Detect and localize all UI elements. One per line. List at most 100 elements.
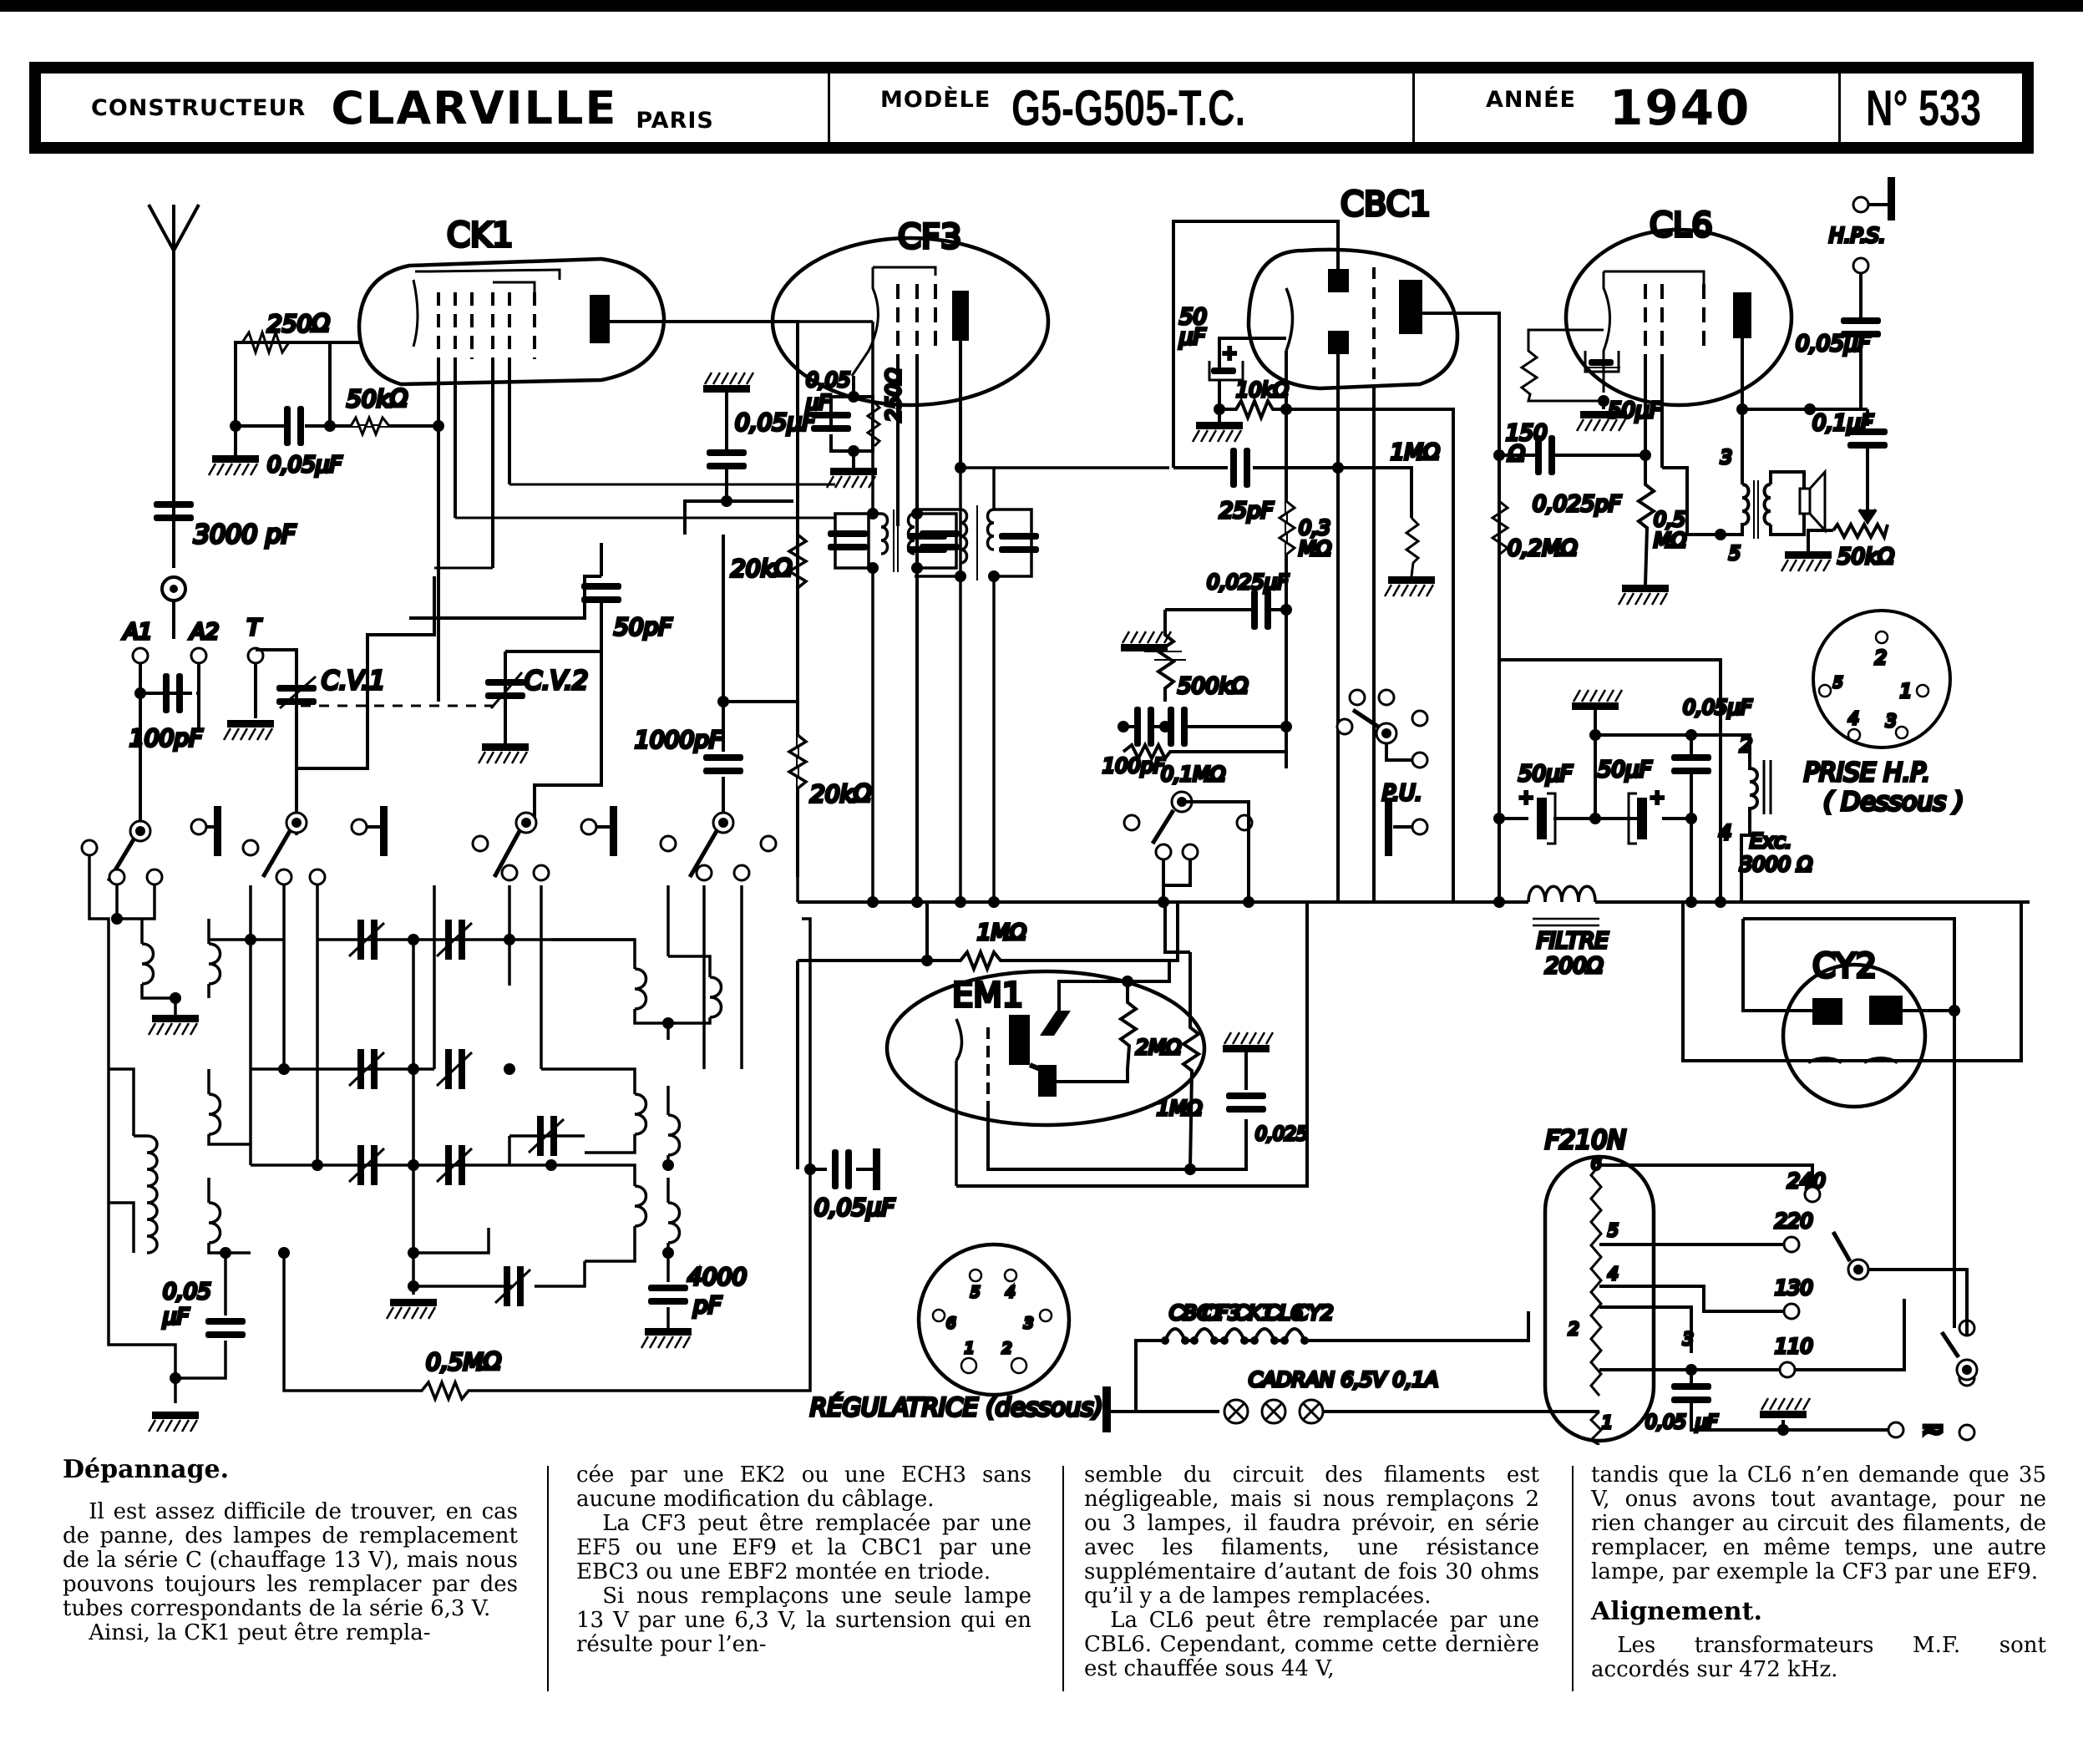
label-r-500k: 500kΩ [1178, 674, 1249, 699]
reg-pin-4: 4 [1006, 1284, 1015, 1301]
label-exc-pin4: 4 [1719, 821, 1731, 844]
label-r-03m: 0,3 [1299, 516, 1330, 540]
label-r-20k-b: 20kΩ [810, 780, 872, 808]
label-filtre-val: 200Ω [1545, 954, 1604, 979]
label-c-005-rf: 0,05 [163, 1280, 211, 1305]
article-col-1: Dépannage. Il est assez difficile de tro… [63, 1457, 518, 1645]
tube-cbc1-label: CBC1 [1341, 185, 1431, 224]
voltage-selector[interactable] [1821, 1219, 1871, 1286]
label-r-2m: 2MΩ [1136, 1036, 1182, 1059]
label-c-3000: 3000 pF [194, 520, 296, 550]
label-c-005-ck1: 0,05μF [267, 453, 342, 478]
label-r-02m: 0,2MΩ [1508, 536, 1578, 561]
numero-cell: N° 533 [1841, 74, 2022, 142]
top-border [0, 0, 2083, 12]
fil-label-ck1: CK1 [1234, 1301, 1275, 1325]
column-divider [1062, 1466, 1064, 1691]
filament-chain [1111, 1311, 1591, 1425]
heading-depannage: Dépannage. [63, 1455, 230, 1484]
fil-label-cy2: CY2 [1295, 1301, 1334, 1325]
label-r-01m: 0,1MΩ [1161, 763, 1226, 786]
label-exc-pin2: 2 [1740, 733, 1752, 757]
label-a1: A1 [122, 620, 152, 645]
prise-pin-5: 5 [1833, 674, 1842, 692]
ft-pin-6: 6 [1591, 1153, 1602, 1173]
ft-pin-1: 1 [1602, 1412, 1613, 1432]
column-divider [547, 1466, 549, 1691]
article-col-2: cée par une EK2 ou une ECH3 sans aucune … [576, 1463, 1031, 1657]
tube-em1 [884, 961, 1207, 1186]
label-c-100pf-det: 100pF [1102, 754, 1166, 778]
plus-sign: + [1222, 343, 1237, 364]
if-transformer-1 [798, 320, 961, 902]
label-r-250: 250Ω [267, 310, 330, 337]
prise-pin-2: 2 [1875, 648, 1887, 669]
mains-switch[interactable] [1938, 1320, 1988, 1445]
article-col-3: semble du circuit des filaments est négl… [1084, 1463, 1539, 1681]
label-c-0025-em1: 0,025 [1255, 1124, 1308, 1145]
label-c-100pf-ant: 100pF [129, 724, 203, 752]
constructeur-city: PARIS [636, 107, 714, 134]
label-filt-005: 0,05μF [1683, 696, 1753, 719]
socket-prise-hp: 2 5 1 4 3 [1812, 609, 1952, 749]
label-filt-50uf-b: 50μF [1598, 758, 1653, 783]
tube-cy2 [1681, 902, 2023, 1328]
article-col-4: tandis que la CL6 n’en demande que 35 V,… [1591, 1463, 2046, 1682]
label-r-1m-agc: 1MΩ [977, 920, 1026, 945]
label-exc-val: 3000 Ω [1740, 853, 1813, 876]
modele-cell: MODÈLE G5-G505-T.C. [830, 74, 1415, 142]
tube-cy2-label: CY2 [1812, 947, 1877, 986]
prise-hp-subtitle: ( Dessous ) [1823, 788, 1964, 817]
reg-pin-6: 6 [946, 1315, 955, 1332]
coil-network [88, 856, 812, 1433]
plus-sign-b: + [1650, 788, 1665, 808]
label-cv2: C.V.2 [525, 667, 588, 696]
constructeur-label: CONSTRUCTEUR [91, 94, 307, 121]
fil-label-cbc1: CBC1 [1169, 1301, 1224, 1325]
label-v130: 130 [1775, 1276, 1813, 1300]
label-r-10k: 10kΩ [1236, 378, 1289, 402]
prise-pin-3: 3 [1886, 711, 1897, 731]
column-divider [1572, 1466, 1574, 1691]
label-c-50uf-cbc1: 50 [1179, 305, 1207, 330]
col2-p1: cée par une EK2 ou une ECH3 sans aucune … [576, 1462, 1031, 1512]
pu-switch[interactable] [1123, 688, 1429, 861]
socket-regulatrice: 5 4 6 3 1 2 [916, 1242, 1072, 1397]
label-out-pin5: 5 [1729, 544, 1741, 565]
ft-pin-5: 5 [1608, 1220, 1619, 1240]
label-c-005-a: 0,05μF [735, 408, 816, 436]
label-c-25pf: 25pF [1219, 499, 1275, 524]
tube-cbc1 [1172, 220, 1501, 902]
antenna [147, 204, 200, 639]
label-c-005-mains: 0,05 [1645, 1412, 1686, 1433]
regulator-f210n [1543, 1154, 1979, 1445]
regulatrice-title: RÉGULATRICE (dessous) [810, 1393, 1103, 1422]
prise-hp-title: PRISE H.P. [1804, 758, 1930, 788]
ft-pin-2: 2 [1569, 1319, 1579, 1339]
label-c-005-cf3-unit: μF [805, 391, 831, 414]
label-c-4000-unit: pF [692, 1291, 722, 1319]
constructeur-cell: CONSTRUCTEUR CLARVILLE PARIS [41, 74, 830, 142]
label-r-50k: 50kΩ [347, 385, 408, 413]
label-c-50uf-cbc1-unit: μF [1178, 325, 1207, 350]
label-out-pin3: 3 [1721, 448, 1732, 469]
col3-p2: La CL6 peut être remplacée par une CBL6.… [1084, 1608, 1539, 1681]
label-r-250-cf3: 250Ω [882, 368, 905, 422]
col1-p2: Ainsi, la CK1 peut être rempla- [89, 1620, 431, 1645]
plus-sign-a: + [1518, 788, 1533, 808]
annee-value: 1940 [1609, 79, 1751, 136]
reg-pin-3: 3 [1024, 1315, 1033, 1332]
numero-value: N° 533 [1866, 79, 1982, 136]
col1-p1: Il est assez difficile de trouver, en ca… [63, 1499, 518, 1621]
label-f210n: F210N [1545, 1126, 1626, 1155]
label-filt-50uf-a: 50μF [1518, 762, 1574, 787]
label-r-03m-unit: MΩ [1299, 537, 1332, 560]
modele-value: G5-G505-T.C. [1011, 79, 1246, 136]
label-a2: A2 [189, 620, 219, 645]
ac-mains-icon: ≂ [1921, 1412, 1945, 1445]
col4-p2: Les transformateurs M.F. sont accordés s… [1591, 1633, 2046, 1682]
label-c-005-mains-unit: μF [1695, 1412, 1718, 1433]
schematic: 3000 pF CK1 250Ω 50kΩ 0,05μF 0,05μF 20kΩ… [80, 177, 2030, 1445]
wave-switch-bank[interactable] [80, 806, 778, 886]
annee-label: ANNÉE [1486, 86, 1576, 113]
